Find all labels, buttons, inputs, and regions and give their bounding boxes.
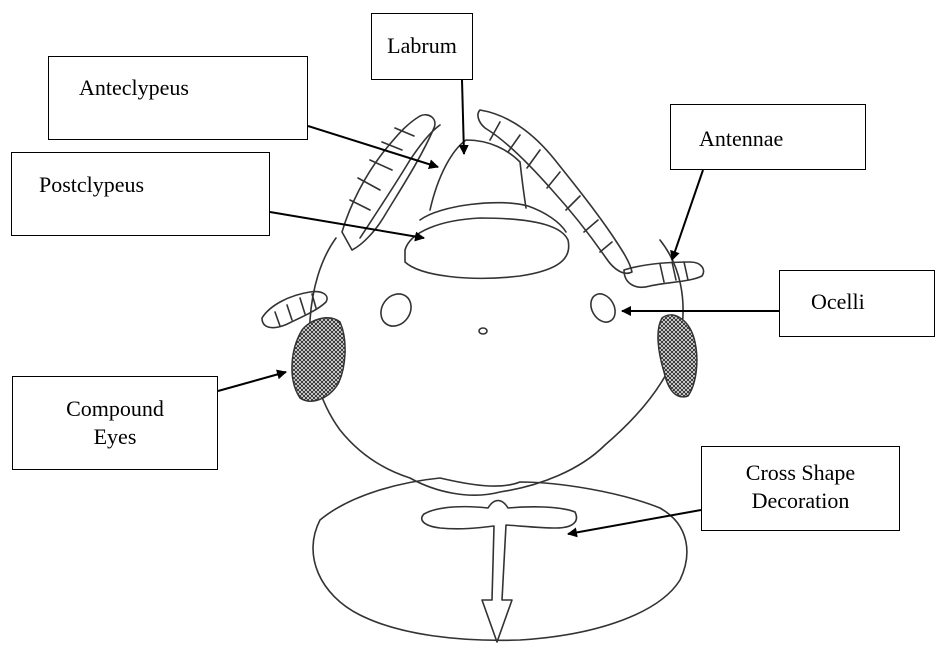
cross-decoration-label-line2: Decoration [702, 487, 899, 515]
anteclypeus [420, 203, 566, 232]
labrum-label: Labrum [372, 14, 472, 60]
left-antenna [342, 115, 435, 250]
compound-eyes-label-box: Compound Eyes [12, 376, 218, 470]
postclypeus [405, 218, 569, 278]
anteclypeus-label-box: Anteclypeus [48, 56, 308, 140]
arrow-cross-decoration [568, 510, 701, 534]
right-compound-eye [658, 315, 697, 397]
median-ocellus [479, 328, 487, 334]
antennae-label: Antennae [671, 105, 865, 153]
antennae-label-box: Antennae [670, 104, 866, 170]
anteclypeus-label: Anteclypeus [49, 57, 307, 102]
cross-decoration [422, 501, 577, 643]
cross-decoration-label-line1: Cross Shape [702, 447, 899, 487]
right-antenna-base [624, 262, 704, 287]
postclypeus-label: Postclypeus [12, 153, 269, 199]
right-antenna [478, 110, 632, 273]
arrow-antennae [672, 170, 703, 260]
arrow-compound-eyes [218, 372, 286, 391]
left-ocellus [375, 288, 417, 332]
compound-eyes-label-line1: Compound [13, 377, 217, 423]
compound-eyes-label-line2: Eyes [13, 423, 217, 451]
pronotum [313, 478, 687, 640]
postclypeus-label-box: Postclypeus [11, 152, 270, 236]
right-ocellus [586, 290, 620, 327]
ocelli-label-box: Ocelli [779, 270, 935, 337]
labrum [430, 140, 526, 210]
left-compound-eye [292, 318, 345, 401]
head-outline [310, 238, 683, 495]
labrum-label-box: Labrum [371, 13, 473, 80]
ocelli-label: Ocelli [780, 271, 934, 316]
cross-decoration-label-box: Cross Shape Decoration [701, 446, 900, 531]
